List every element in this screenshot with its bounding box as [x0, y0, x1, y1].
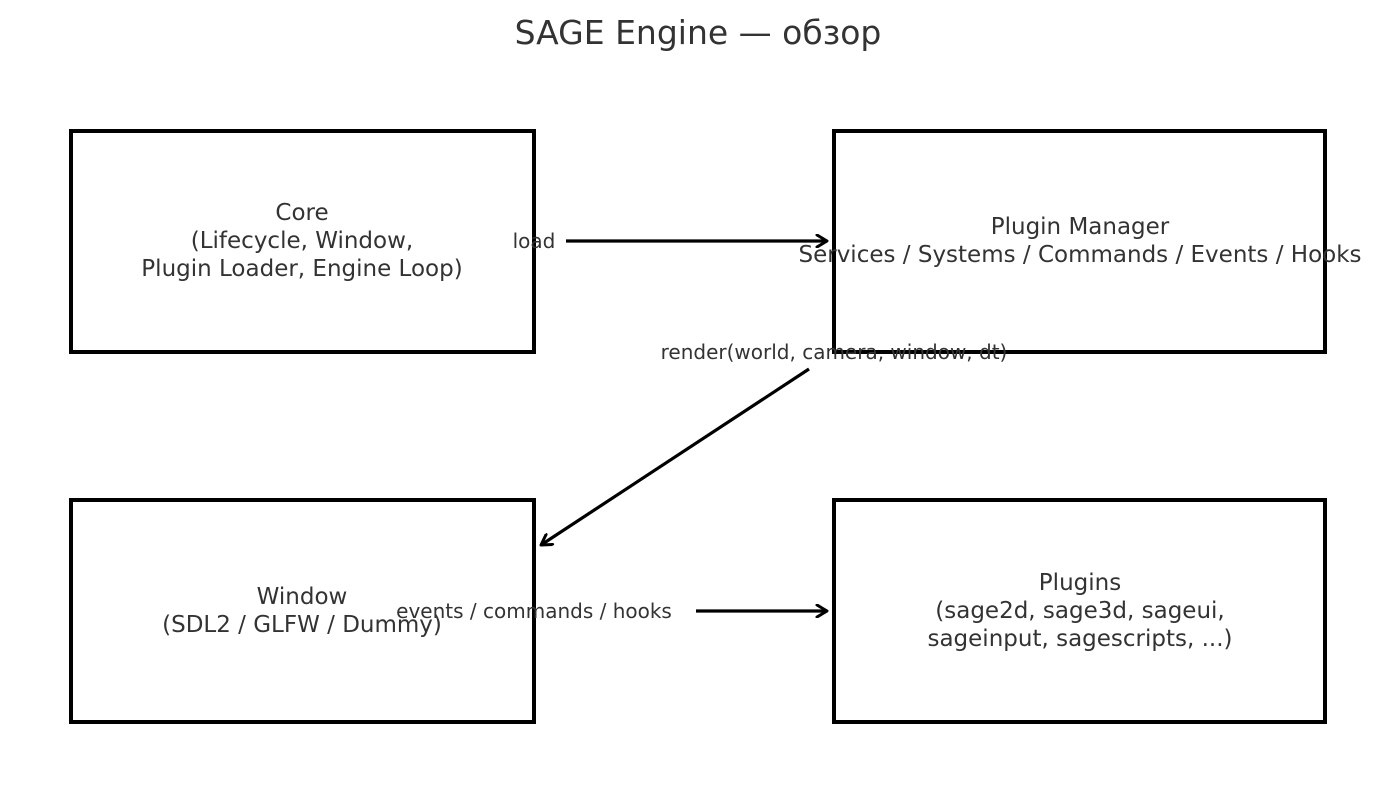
core-label: Core (Lifecycle, Window, Plugin Loader, …: [141, 199, 462, 283]
plugin-manager-label: Plugin Manager Services / Systems / Comm…: [798, 213, 1361, 269]
core-label-line: Plugin Loader, Engine Loop): [141, 256, 463, 282]
plugin-manager-label-line: Plugin Manager: [990, 214, 1170, 240]
core-box: [69, 129, 536, 354]
window-box: [69, 498, 536, 724]
window-label-line: Window: [256, 584, 348, 610]
window-label-line: (SDL2 / GLFW / Dummy): [162, 612, 442, 638]
core-label-line: (Lifecycle, Window,: [190, 228, 414, 254]
plugins-label-line: (sage2d, sage3d, sageui,: [935, 598, 1225, 624]
plugins-label-line: Plugins: [1038, 570, 1122, 596]
plugins-box: [832, 498, 1327, 724]
edge-load-label: load: [512, 229, 556, 253]
core-label-line: Core: [275, 200, 329, 226]
window-label: Window (SDL2 / GLFW / Dummy): [162, 583, 442, 639]
diagram-title: SAGE Engine — обзор: [514, 13, 882, 52]
edge-render-label: render(world, camera, window, dt): [660, 340, 1008, 364]
plugins-label-line: sageinput, sagescripts, ...): [927, 626, 1233, 652]
edge-render-arrow: [541, 367, 810, 545]
plugin-manager-label-line: Services / Systems / Commands / Events /…: [798, 242, 1362, 268]
plugins-label: Plugins (sage2d, sage3d, sageui, sageinp…: [927, 569, 1232, 653]
plugin-manager-box: [832, 129, 1327, 354]
edge-events-label: events / commands / hooks: [396, 599, 672, 623]
